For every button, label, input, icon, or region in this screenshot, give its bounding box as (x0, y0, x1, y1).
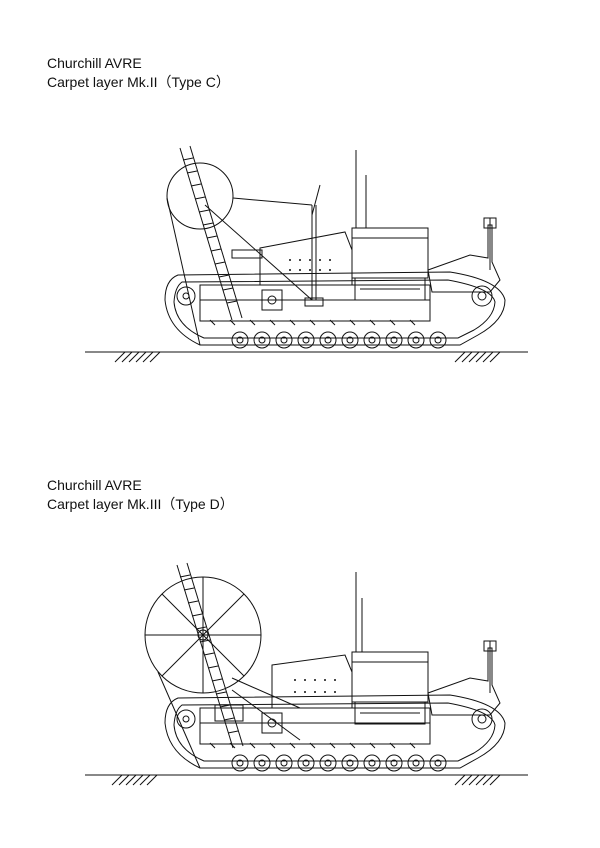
road-wheels (177, 286, 492, 348)
bobbin-ladder (180, 146, 242, 320)
figure-1-subtitle: Carpet layer Mk.II（Type C） (47, 74, 230, 90)
figure-2-subtitle: Carpet layer Mk.III（Type D） (47, 496, 234, 512)
track-outline (165, 695, 505, 768)
figure-1-drawing (0, 130, 600, 380)
carpet-reel (145, 577, 261, 693)
hull-side (200, 285, 430, 321)
turret-rivets (289, 259, 331, 271)
exhaust (428, 648, 500, 715)
turret (260, 232, 352, 285)
carpet-reel (167, 163, 233, 229)
bobbin-ladder (177, 563, 243, 748)
figure-1-caption: Churchill AVRE Carpet layer Mk.II（Type C… (47, 54, 230, 92)
exhaust (428, 225, 500, 292)
figure-1-title: Churchill AVRE (47, 55, 142, 71)
figure-2-caption: Churchill AVRE Carpet layer Mk.III（Type … (47, 476, 234, 514)
figure-2-drawing (0, 555, 600, 805)
stowage-box (352, 652, 428, 702)
ground-hatch (112, 775, 500, 785)
figure-2-title: Churchill AVRE (47, 477, 142, 493)
stowage-box (352, 228, 428, 278)
boom-arm (312, 185, 320, 215)
turret (272, 655, 352, 708)
turret-rivets (294, 679, 336, 693)
track-outline (165, 272, 505, 345)
ground-hatch (115, 352, 500, 362)
road-wheels (177, 709, 492, 771)
